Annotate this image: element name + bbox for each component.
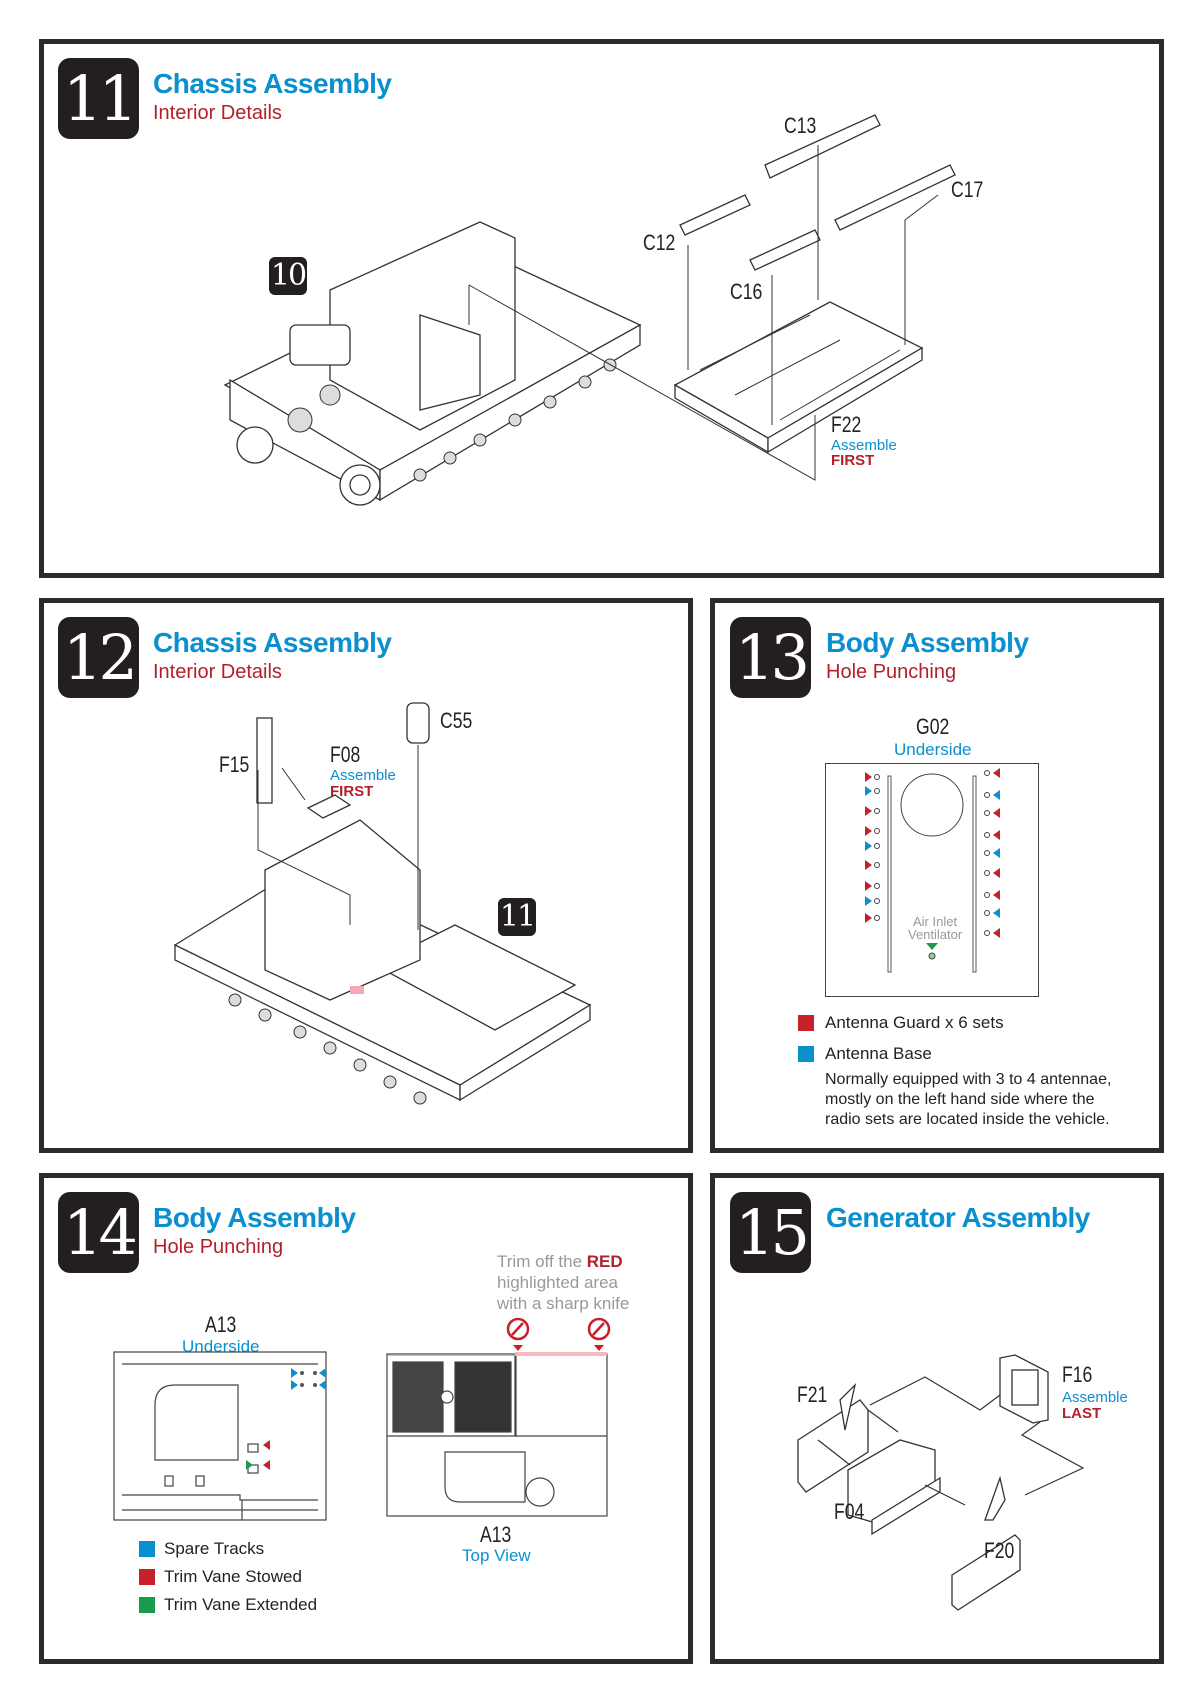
a13-top-view-diagram: [386, 1352, 608, 1517]
legend-antenna-base: Antenna Base: [825, 1044, 932, 1063]
knife-icon: [587, 1317, 611, 1351]
legend-spare-tracks: Spare Tracks: [164, 1539, 265, 1558]
step-subtitle: Hole Punching: [826, 661, 957, 683]
hole-marker-icon: [993, 768, 1000, 778]
part-label-f04: F04: [834, 1499, 865, 1524]
reference-step-badge: 10: [269, 257, 307, 295]
legend-trim-vane-stowed: Trim Vane Stowed: [164, 1567, 302, 1586]
step-subtitle: Interior Details: [153, 661, 282, 683]
chassis-interior-drawing: [173, 702, 592, 1105]
first-note: FIRST: [831, 452, 875, 469]
step-number-badge: 15: [730, 1192, 811, 1273]
legend-swatch-antenna-guard: [798, 1015, 814, 1031]
g02-underside-diagram: [825, 763, 1039, 997]
assemble-note: Assemble: [1062, 1389, 1128, 1406]
legend-trim-vane-extended: Trim Vane Extended: [164, 1595, 318, 1614]
step-title: Chassis Assembly: [153, 68, 392, 99]
hole-marker-icon: [865, 913, 872, 923]
legend-swatch-spare-tracks: [139, 1541, 155, 1557]
step-subtitle: Hole Punching: [153, 1236, 284, 1258]
first-note: FIRST: [330, 783, 374, 800]
part-label-c12: C12: [643, 230, 676, 255]
view-label: Top View: [462, 1546, 531, 1565]
assemble-note: Assemble: [831, 437, 897, 454]
step-number-badge: 14: [58, 1192, 139, 1273]
step-title: Body Assembly: [153, 1202, 356, 1233]
legend-swatch-trim-vane-extended: [139, 1597, 155, 1613]
view-label: Underside: [182, 1337, 260, 1356]
step-title: Generator Assembly: [826, 1202, 1090, 1233]
part-label-g02: G02: [916, 714, 950, 739]
hole-marker-icon: [993, 848, 1000, 858]
hole-marker-icon: [993, 868, 1000, 878]
trim-note-highlight: RED: [586, 1252, 623, 1271]
trim-note-prefix: Trim off the: [497, 1252, 587, 1271]
step-title: Chassis Assembly: [153, 627, 392, 658]
hole-marker-icon: [993, 908, 1000, 918]
step-subtitle: Interior Details: [153, 102, 282, 124]
legend-antenna-guard: Antenna Guard x 6 sets: [825, 1013, 1004, 1032]
last-note: LAST: [1062, 1405, 1102, 1422]
legend-swatch-antenna-base: [798, 1046, 814, 1062]
assemble-note: Assemble: [330, 767, 396, 784]
a13-underside-diagram: [113, 1351, 327, 1521]
part-label-c13: C13: [784, 113, 817, 138]
description-line: mostly on the left hand side where the: [825, 1091, 1095, 1108]
hole-marker-icon: [993, 808, 1000, 818]
hole-marker-icon: [865, 881, 872, 891]
part-label-f20: F20: [984, 1538, 1015, 1563]
hole-marker-icon: [865, 826, 872, 836]
step-number-badge: 11: [58, 58, 139, 139]
trim-note-line-1: Trim off the RED: [497, 1252, 623, 1271]
part-label-a13: A13: [480, 1522, 512, 1547]
description-line: Normally equipped with 3 to 4 antennae,: [825, 1071, 1112, 1088]
ventilator-label: Ventilator: [908, 927, 963, 942]
hole-marker-icon: [865, 772, 872, 782]
legend-swatch-trim-vane-stowed: [139, 1569, 155, 1585]
vent-marker-icon: [926, 943, 938, 950]
description-line: radio sets are located inside the vehicl…: [825, 1111, 1110, 1128]
view-label: Underside: [894, 740, 972, 759]
part-label-c16: C16: [730, 279, 763, 304]
hole-marker-icon: [993, 928, 1000, 938]
trim-note-line-2: highlighted area: [497, 1273, 618, 1292]
hole-marker-icon: [993, 830, 1000, 840]
step-title: Body Assembly: [826, 627, 1029, 658]
step-number-badge: 12: [58, 617, 139, 698]
part-label-c17: C17: [951, 177, 984, 202]
part-label-c55: C55: [440, 708, 473, 733]
part-label-f16: F16: [1062, 1362, 1093, 1387]
part-label-f15: F15: [219, 752, 250, 777]
hole-marker-icon: [865, 806, 872, 816]
hole-marker-icon: [865, 841, 872, 851]
part-label-f08: F08: [330, 742, 361, 767]
part-label-f22: F22: [831, 412, 862, 437]
hole-marker-icon: [865, 896, 872, 906]
trim-note-line-3: with a sharp knife: [497, 1294, 630, 1313]
hole-marker-icon: [993, 790, 1000, 800]
hole-marker-icon: [865, 786, 872, 796]
air-inlet-label: Air Inlet: [913, 914, 958, 929]
chassis-drawing: [223, 114, 956, 506]
hole-marker-icon: [865, 860, 872, 870]
part-label-f21: F21: [797, 1382, 828, 1407]
step-number-badge: 13: [730, 617, 811, 698]
knife-icon: [506, 1317, 530, 1351]
reference-step-badge: 11: [498, 898, 536, 936]
part-label-a13: A13: [205, 1312, 237, 1337]
hole-marker-icon: [993, 890, 1000, 900]
